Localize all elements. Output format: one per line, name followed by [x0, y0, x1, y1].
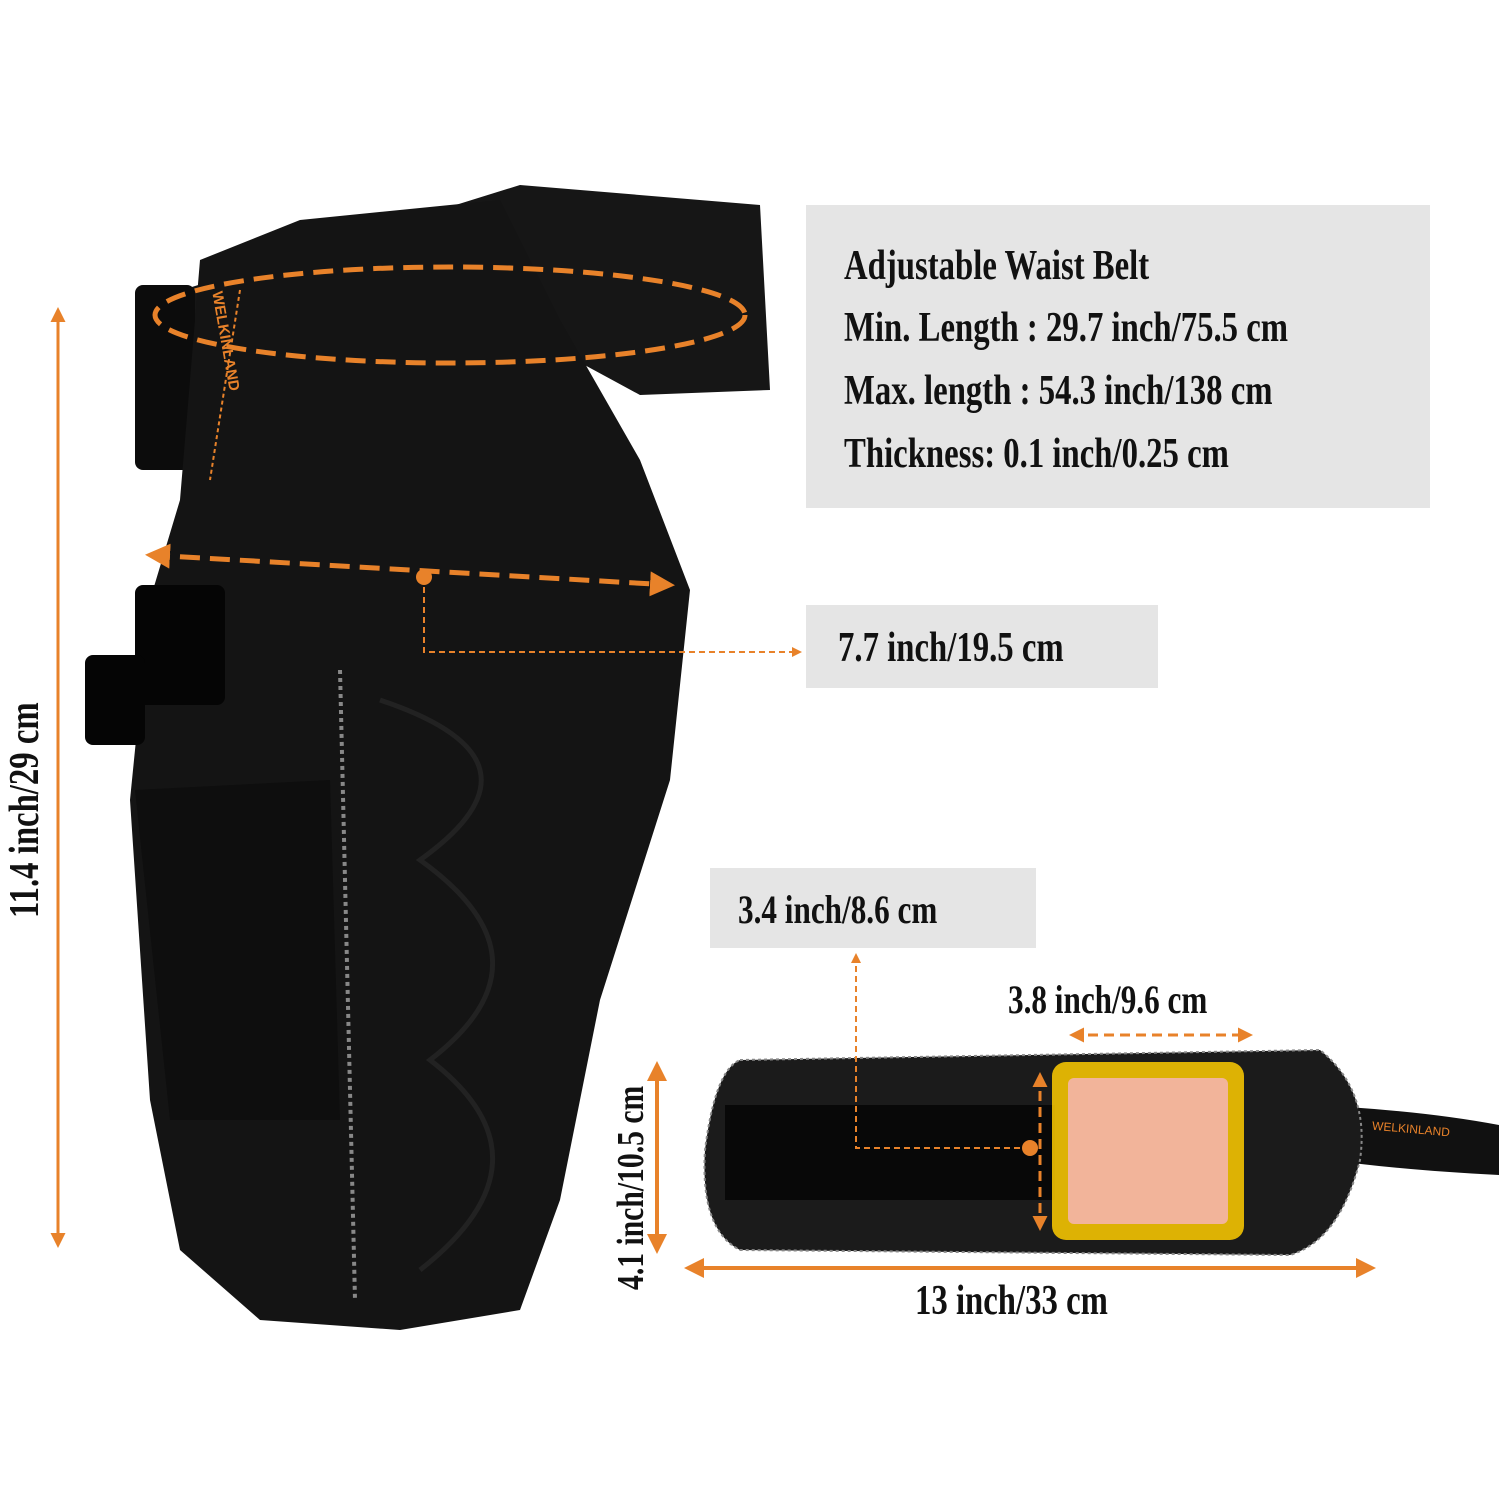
holster-width-arrow	[145, 543, 675, 597]
pad-width-box: 3.4 inch/8.6 cm	[710, 868, 1036, 948]
holster-width-label: 7.7 inch/19.5 cm	[838, 625, 1064, 671]
belt-specs-box: Adjustable Waist Belt Min. Length : 29.7…	[806, 205, 1430, 508]
holster-height-label: 11.4 inch/29 cm	[2, 702, 48, 918]
width-leader-line	[423, 577, 802, 657]
wristband	[703, 1048, 1499, 1257]
wristband-height-label: 4.1 inch/10.5 cm	[610, 1085, 652, 1290]
belt-specs-title: Adjustable Waist Belt	[844, 243, 1150, 289]
pad-width-label: 3.4 inch/8.6 cm	[738, 887, 938, 932]
holster-body	[85, 200, 690, 1330]
pad-leader-line	[851, 953, 1030, 1149]
belt-measure-ellipse	[152, 264, 748, 366]
belt-thickness: Thickness: 0.1 inch/0.25 cm	[844, 431, 1229, 477]
belt-max-length: Max. length : 54.3 inch/138 cm	[844, 368, 1273, 414]
wristband-length-label: 13 inch/33 cm	[915, 1278, 1108, 1324]
magnet-width-label: 3.8 inch/9.6 cm	[1008, 977, 1208, 1022]
belt-min-length: Min. Length : 29.7 inch/75.5 cm	[844, 305, 1289, 351]
holster-width-box: 7.7 inch/19.5 cm	[806, 605, 1158, 688]
